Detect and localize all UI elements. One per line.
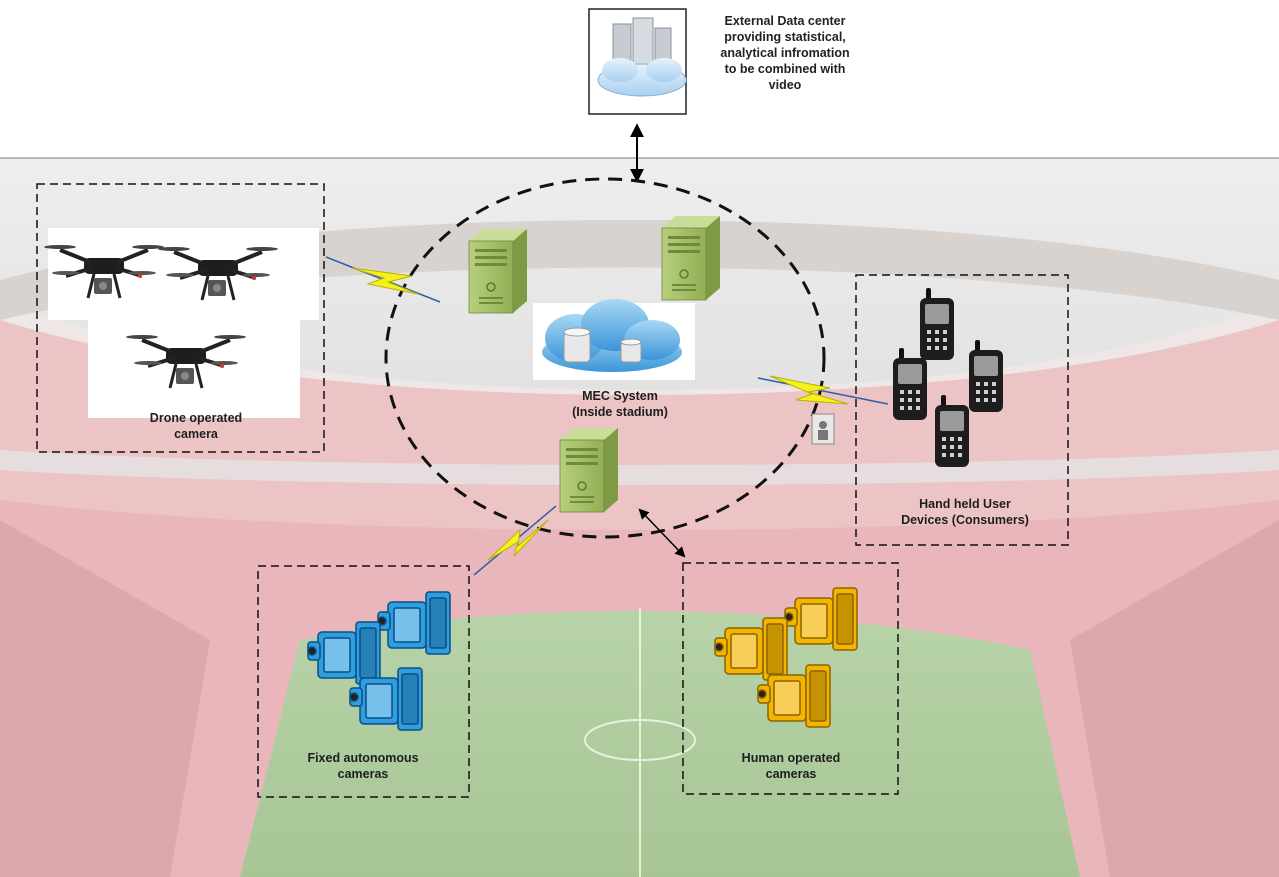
wireless-link-drone <box>325 256 441 303</box>
drone-group <box>36 183 325 453</box>
fixed-cameras-label: Fixed autonomous cameras <box>307 751 419 781</box>
server-icon <box>661 215 721 301</box>
mec-boundary <box>384 177 826 539</box>
human-cameras-group <box>682 562 899 795</box>
cloud-server-icon <box>597 17 687 97</box>
handheld-group-label: Hand held User Devices (Consumers) <box>901 497 1029 527</box>
wireless-link-fixed <box>473 505 557 576</box>
server-icon <box>468 228 528 314</box>
handheld-device-icon <box>893 348 927 420</box>
handheld-device-icon <box>920 288 954 360</box>
handheld-group <box>811 274 1069 546</box>
mec-cloud-node <box>533 299 695 380</box>
handheld-device-icon <box>969 340 1003 412</box>
cloud-database-icon <box>542 299 682 372</box>
link-mec-human-cameras <box>638 508 686 558</box>
handheld-device-icon <box>935 395 969 467</box>
wireless-link-handheld <box>757 375 889 405</box>
external-datacenter-label: External Data center providing statistic… <box>720 14 850 92</box>
external-datacenter-node <box>588 8 687 115</box>
fixed-cameras-group <box>257 565 470 798</box>
mec-system-label: MEC System (Inside stadium) <box>572 389 668 419</box>
stadium-background <box>0 157 1279 877</box>
human-cameras-label: Human operated cameras <box>741 751 841 781</box>
drone-group-label: Drone operated camera <box>149 411 243 441</box>
server-icon <box>559 427 619 513</box>
